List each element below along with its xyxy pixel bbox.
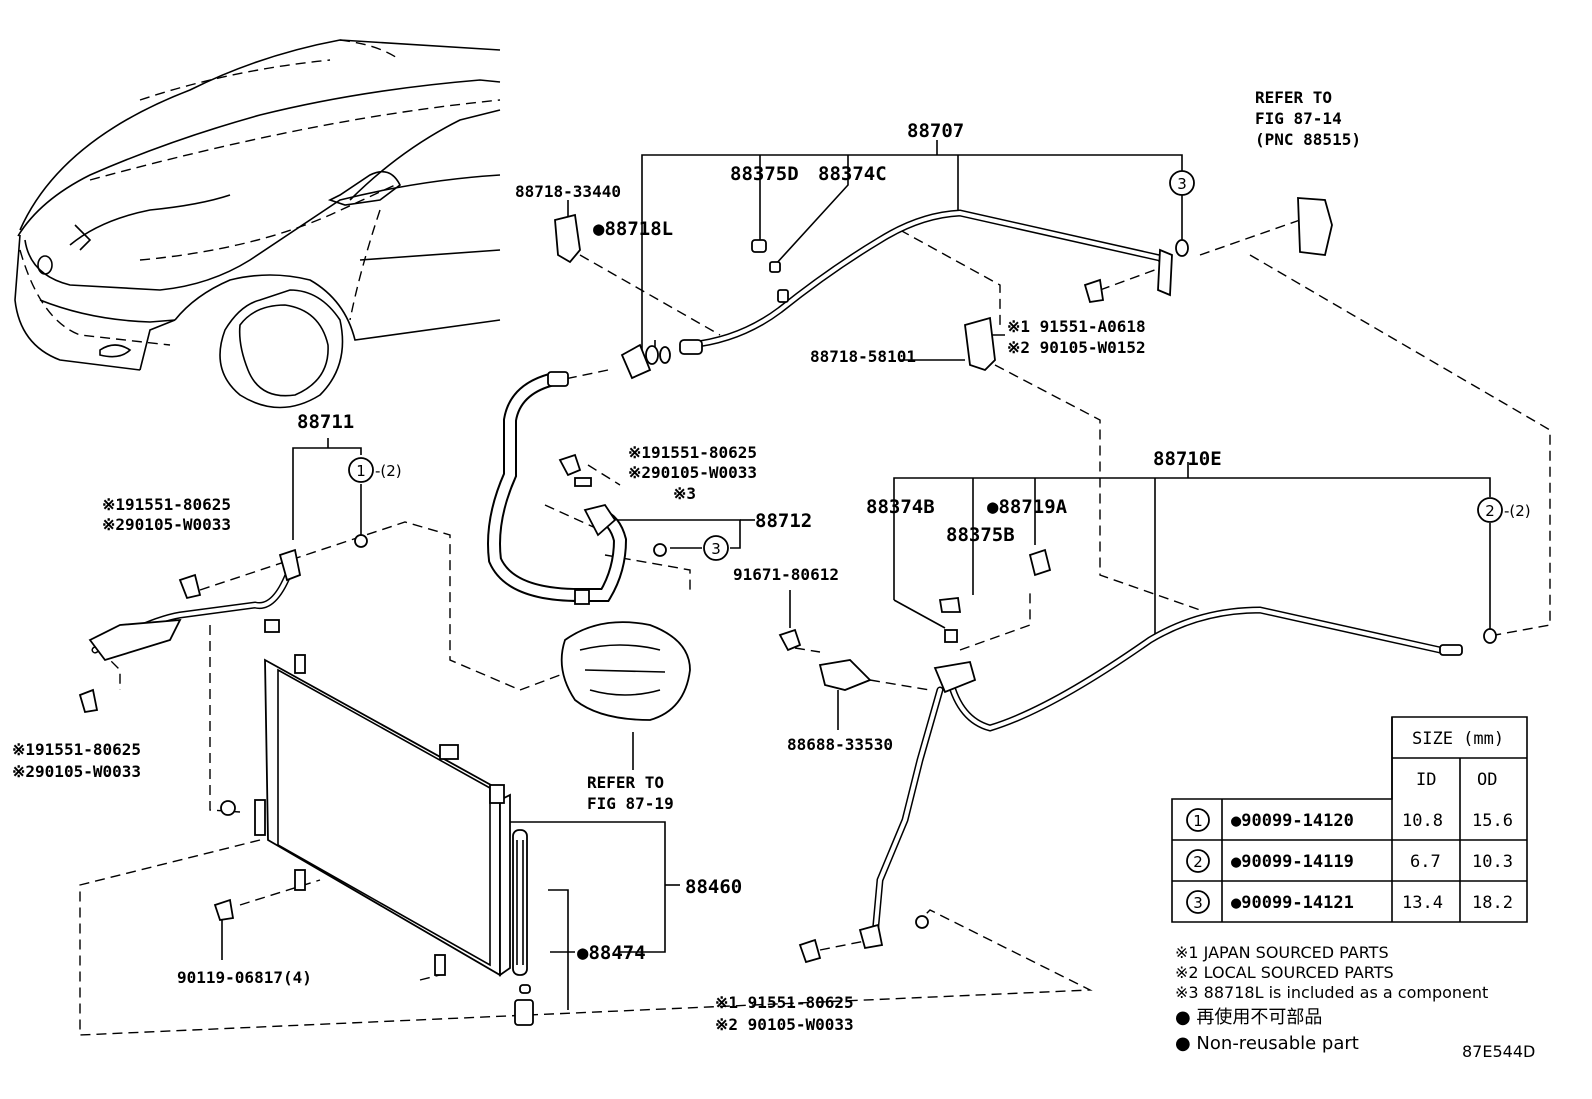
label-88718-58101[interactable]: 88718-58101	[810, 347, 916, 366]
label-88711[interactable]: 88711	[297, 411, 354, 433]
label-88707[interactable]: 88707	[907, 120, 964, 142]
mid-a-line2[interactable]: ※290105-W0033	[628, 463, 757, 482]
size-row-part[interactable]: ●90099-14119	[1231, 852, 1354, 872]
label-88718-33440[interactable]: 88718-33440	[515, 182, 621, 201]
refer-mid-line1: REFER TO	[587, 773, 664, 792]
key-circle-2	[1477, 497, 1503, 523]
part-labels: 88707 88718-33440 ●88718L 88375D 88374C …	[12, 88, 1361, 1034]
vehicle-illustration	[14, 39, 501, 409]
size-row-od: 15.6	[1472, 811, 1513, 831]
size-table-col-od: OD	[1477, 770, 1497, 790]
label-91551-A0618[interactable]: ※1 91551-A0618	[1007, 317, 1146, 336]
dashed-guides	[79, 219, 1551, 1036]
left-a-line2[interactable]: ※290105-W0033	[102, 515, 231, 534]
left-b-line2[interactable]: ※290105-W0033	[12, 762, 141, 781]
label-88375B[interactable]: 88375B	[946, 524, 1015, 546]
label-91671-80612[interactable]: 91671-80612	[733, 565, 839, 584]
size-table-title: SIZE (mm)	[1412, 729, 1504, 749]
refer-mid-line2: FIG 87-19	[587, 794, 674, 813]
leader-lines	[221, 140, 1491, 1010]
size-row-key: 3	[1193, 894, 1203, 912]
note-nonreusable-jp: ● 再使用不可部品	[1175, 1007, 1322, 1028]
label-90105-W0152[interactable]: ※2 90105-W0152	[1007, 338, 1146, 357]
note-nonreusable-en: ● Non-reusable part	[1175, 1033, 1359, 1054]
size-row-id: 6.7	[1410, 852, 1441, 872]
left-b-line1[interactable]: ※191551-80625	[12, 740, 141, 759]
label-88375D[interactable]: 88375D	[730, 163, 799, 185]
label-88688-33530[interactable]: 88688-33530	[787, 735, 893, 754]
key-3-top: 3	[1177, 175, 1187, 193]
label-88718L[interactable]: ●88718L	[593, 218, 673, 240]
size-row-od: 10.3	[1472, 852, 1513, 872]
label-88719A[interactable]: ●88719A	[987, 496, 1068, 518]
size-row-key: 2	[1193, 853, 1203, 871]
key-circle-3-top	[1169, 170, 1195, 196]
key-circle-3-mid	[703, 535, 729, 561]
size-table-col-id: ID	[1416, 770, 1436, 790]
label-88474[interactable]: ●88474	[577, 942, 646, 964]
note-local: ※2 LOCAL SOURCED PARTS	[1175, 963, 1394, 982]
size-row-part[interactable]: ●90099-14120	[1231, 811, 1354, 831]
key-2-qty: -(2)	[1504, 502, 1531, 520]
refer-top-line2: FIG 87-14	[1255, 109, 1342, 128]
size-table: SIZE (mm) ID OD 1 ●90099-14120 10.8 15.6…	[1171, 716, 1528, 923]
label-88460[interactable]: 88460	[685, 876, 742, 898]
figure-id: 87E544D	[1462, 1042, 1535, 1061]
note-component: ※3 88718L is included as a component	[1175, 983, 1488, 1002]
key-circle-1	[348, 457, 374, 483]
label-88374C[interactable]: 88374C	[818, 163, 887, 185]
size-row-part[interactable]: ●90099-14121	[1231, 893, 1354, 913]
label-88710E[interactable]: 88710E	[1153, 448, 1222, 470]
size-row-key: 1	[1193, 812, 1203, 830]
legend-notes: ※1 JAPAN SOURCED PARTS ※2 LOCAL SOURCED …	[1175, 943, 1535, 1061]
left-a-line1[interactable]: ※191551-80625	[102, 495, 231, 514]
key-1: 1	[356, 462, 366, 480]
note-japan: ※1 JAPAN SOURCED PARTS	[1175, 943, 1389, 962]
key-3-mid: 3	[711, 540, 721, 558]
key-1-qty: -(2)	[375, 462, 402, 480]
mid-a-line1[interactable]: ※191551-80625	[628, 443, 757, 462]
key-2: 2	[1485, 502, 1495, 520]
label-88712[interactable]: 88712	[755, 510, 812, 532]
circled-keys: 3 1 -(2) 3 2 -(2)	[348, 170, 1531, 561]
size-row-id: 10.8	[1402, 811, 1443, 831]
refer-top-line1: REFER TO	[1255, 88, 1332, 107]
component-shapes	[78, 197, 1497, 1026]
refer-top-line3: (PNC 88515)	[1255, 130, 1361, 149]
note-3-mark: ※3	[673, 484, 696, 503]
size-row-id: 13.4	[1402, 893, 1443, 913]
size-row-od: 18.2	[1472, 893, 1513, 913]
bottom-line2[interactable]: ※2 90105-W0033	[715, 1015, 854, 1034]
bottom-line1[interactable]: ※1 91551-80625	[715, 993, 854, 1012]
label-90119-06817[interactable]: 90119-06817(4)	[177, 968, 312, 987]
label-88374B[interactable]: 88374B	[866, 496, 935, 518]
